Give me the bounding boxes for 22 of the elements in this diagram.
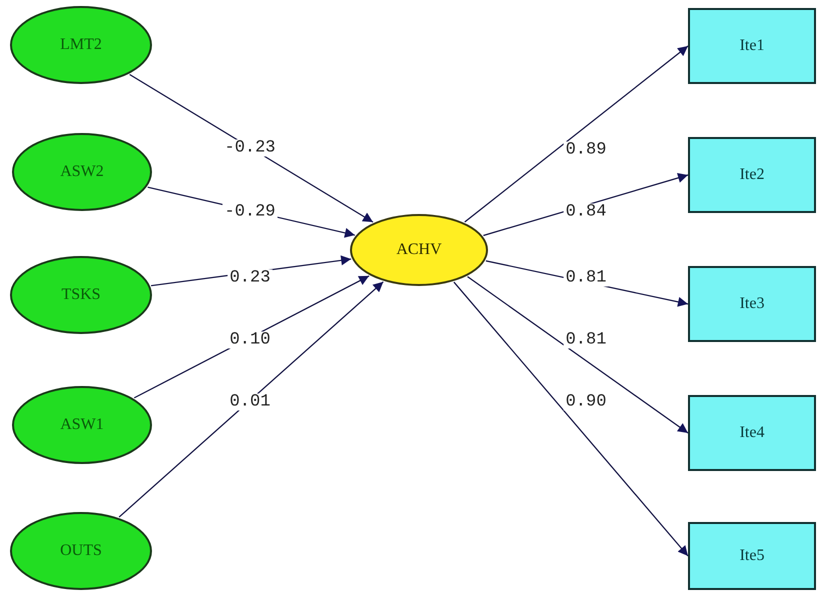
edge-label: 0.90	[564, 394, 608, 410]
observed-variable-box: Ite5	[688, 522, 816, 590]
observed-variable-box: Ite4	[688, 395, 816, 471]
latent-variable-ellipse: ASW2	[12, 133, 152, 211]
arrow	[464, 46, 688, 222]
latent-variable-ellipse: ASW1	[12, 386, 152, 464]
edge-label: 0.10	[228, 332, 272, 348]
edge-label: 0.81	[564, 270, 608, 286]
latent-variable-ellipse: TSKS	[10, 256, 152, 334]
observed-variable-box: Ite3	[688, 266, 816, 342]
edge-label: -0.29	[222, 204, 278, 220]
arrow	[129, 74, 374, 223]
arrow	[467, 276, 688, 434]
observed-variable-box: Ite2	[688, 137, 816, 213]
arrow	[453, 282, 688, 556]
latent-variable-ellipse: OUTS	[10, 512, 152, 590]
edge-label: 0.81	[564, 332, 608, 348]
arrow	[118, 281, 384, 518]
observed-variable-box: Ite1	[688, 8, 816, 84]
edge-label: 0.01	[228, 394, 272, 410]
latent-variable-ellipse: ACHV	[350, 214, 488, 286]
latent-variable-ellipse: LMT2	[10, 6, 152, 84]
